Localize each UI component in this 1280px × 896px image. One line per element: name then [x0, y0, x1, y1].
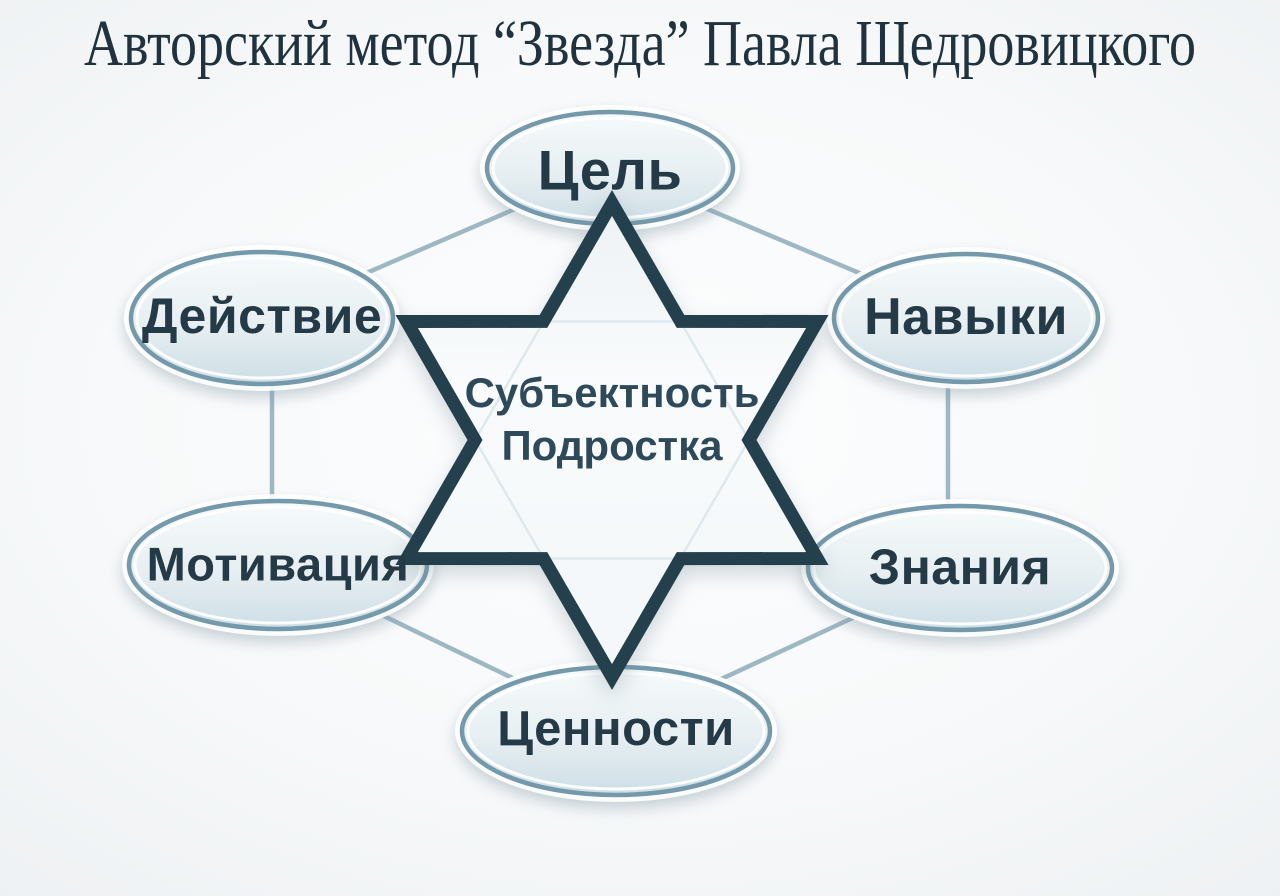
star-center-line1: Субъектность: [464, 369, 760, 416]
node-label-knowledge: Знания: [868, 539, 1052, 595]
node-label-skills: Навыки: [864, 288, 1068, 346]
node-ellipse-motivation: [122, 494, 434, 636]
node-ellipse-skills: [827, 247, 1105, 389]
node-label-motivation: Мотивация: [146, 537, 410, 591]
node-ellipse-knowledge: [801, 499, 1119, 637]
node-label-goal: Цель: [537, 138, 683, 202]
star-outline: [395, 190, 829, 690]
node-ellipse-values: [455, 660, 777, 802]
star-inner-guides: [404, 200, 820, 680]
hexagram-star: [395, 190, 829, 690]
star-center-line2: Подростка: [501, 422, 723, 469]
diagram-title: Авторский метод “Звезда” Павла Щедровицк…: [83, 6, 1197, 80]
node-label-action: Действие: [141, 288, 383, 344]
node-ellipse-action: [124, 245, 400, 391]
node-label-values: Ценности: [497, 702, 735, 756]
star-center-label: Субъектность Подростка: [465, 366, 760, 472]
